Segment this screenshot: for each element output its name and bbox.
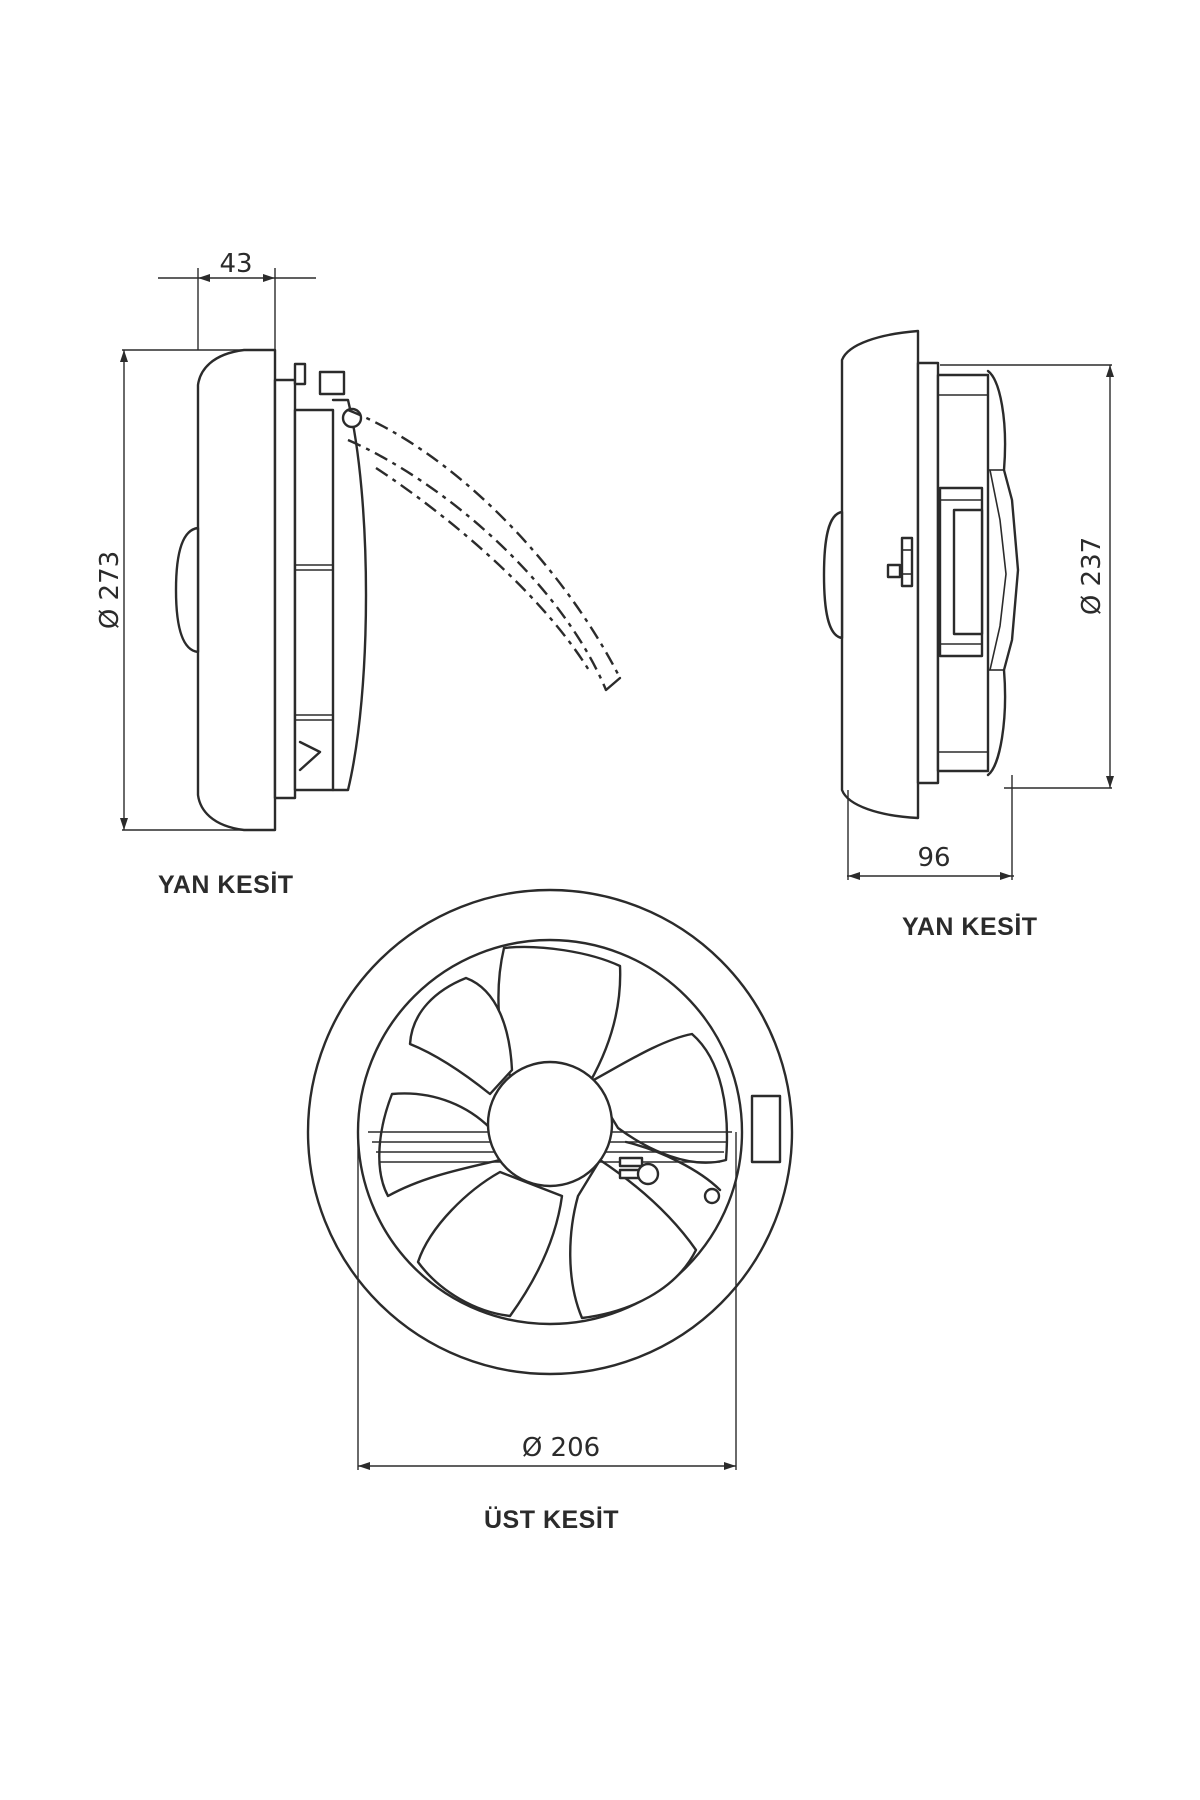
profile-right (986, 369, 1020, 777)
depth-label-left: 43 (219, 249, 252, 279)
diameter-label-right: Ø 237 (1077, 537, 1107, 615)
outer-ring (306, 888, 794, 1376)
caption-side-right: YAN KESİT (902, 913, 1038, 941)
diameter-label-left: Ø 273 (95, 551, 125, 629)
top-view: Ø 206 ÜST KESİT (306, 888, 794, 1534)
back-plate-left (273, 378, 297, 800)
diameter-dimension-top: Ø 206 (357, 1132, 737, 1470)
flap-closed-left (331, 398, 368, 792)
fan-hub (486, 1060, 614, 1188)
fan-blade (569, 1158, 698, 1320)
fan-blades (378, 945, 729, 1320)
fan-blade (408, 976, 514, 1096)
caption-top: ÜST KESİT (484, 1505, 619, 1534)
diameter-dimension-right: Ø 237 (940, 364, 1114, 789)
depth-dimension-right: 96 (847, 775, 1014, 880)
cover-body-right (840, 329, 920, 820)
left-side-view: 43 Ø 273 (95, 249, 622, 899)
back-plate-right (916, 361, 940, 785)
diameter-label-top: Ø 206 (522, 1433, 600, 1463)
right-side-view: Ø 237 96 YAN KESİT (822, 329, 1114, 941)
fan-housing-left (293, 408, 335, 792)
fan-blade (416, 1170, 564, 1318)
diameter-dimension-left: Ø 273 (95, 349, 275, 831)
knob-left (174, 526, 200, 654)
fan-blade (378, 1092, 502, 1198)
switch-detail-right (886, 536, 914, 588)
depth-label-right: 96 (917, 843, 950, 873)
depth-dimension-left: 43 (158, 249, 316, 350)
fan-blade (588, 1032, 729, 1164)
caption-side-left: YAN KESİT (158, 871, 294, 899)
knob-right (822, 510, 844, 640)
switch-button (750, 1094, 782, 1164)
cover-body-left (196, 348, 277, 832)
flap-open-left (347, 408, 622, 679)
